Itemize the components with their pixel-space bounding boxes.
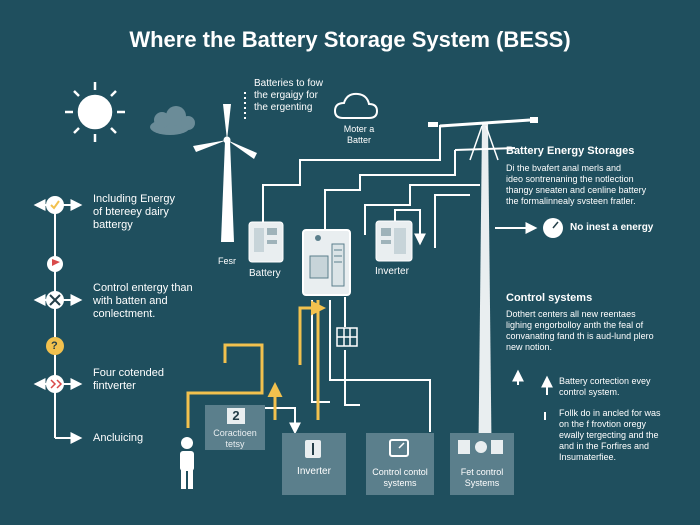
inverter-unit-icon: [375, 220, 413, 262]
cloud-outline-icon: [333, 92, 379, 119]
right-description: Di the bvafert anal merls and ideo sontr…: [506, 163, 647, 206]
right-heading: Battery Energy Storages: [506, 145, 635, 157]
bottom-box-control: [366, 433, 434, 495]
connection-box-label: Coractioen tetsy: [213, 428, 257, 449]
power-pole: [428, 117, 538, 490]
timeline-icons: [46, 196, 64, 393]
top-note: Batteries to fow the ergaigy for the erg…: [254, 78, 323, 113]
connection-box: [205, 405, 265, 450]
cloud-icon: [150, 106, 195, 135]
bess-cabinet-icon: [302, 229, 351, 296]
solar-panel-icon: [336, 327, 358, 347]
left-label-4: Ancluicing: [93, 432, 144, 444]
person-icon: [180, 437, 194, 489]
battery-label: Battery: [249, 268, 281, 279]
left-label-2: Control entergy than with batten and con…: [93, 282, 193, 320]
control-description: Dothert centers all new reentaes lighing…: [506, 309, 654, 352]
connection-lines: [244, 92, 553, 435]
control-heading: Control systems: [506, 292, 593, 304]
right-bullet-1: Battery cortection evey control system.: [559, 376, 651, 397]
right-bullet-2: Follk do in ancled for was on the f frov…: [559, 408, 661, 462]
diagram-title: Where the Battery Storage System (BESS): [129, 27, 571, 52]
wind-turbine-icon: [193, 104, 257, 242]
gauge-icon: [543, 218, 563, 238]
cloud-note: Moter a Batter: [343, 124, 375, 145]
question-mark-text: ?: [51, 340, 58, 352]
yellow-lines: [186, 300, 326, 428]
question-icon: [46, 337, 64, 355]
bottom-box-label-inverter: Inverter: [297, 466, 331, 477]
sun-icon: [65, 82, 125, 142]
bottom-boxes: [282, 433, 514, 495]
battery-unit-icon: [248, 221, 284, 263]
bottom-box-label-fet: Fet control Systems: [460, 467, 504, 488]
gauge-label: No inest a energy: [570, 222, 654, 233]
bottom-box-label-control: Control contol systems: [372, 467, 428, 488]
inverter-label: Inverter: [375, 266, 409, 277]
left-label-3: Four cotended fintverter: [93, 367, 164, 392]
left-timeline: [33, 199, 83, 444]
wind-label: Fesr: [218, 256, 236, 266]
left-label-1: Including Energy of btereey dairy batter…: [93, 193, 175, 231]
connection-box-number: 2: [232, 408, 240, 423]
